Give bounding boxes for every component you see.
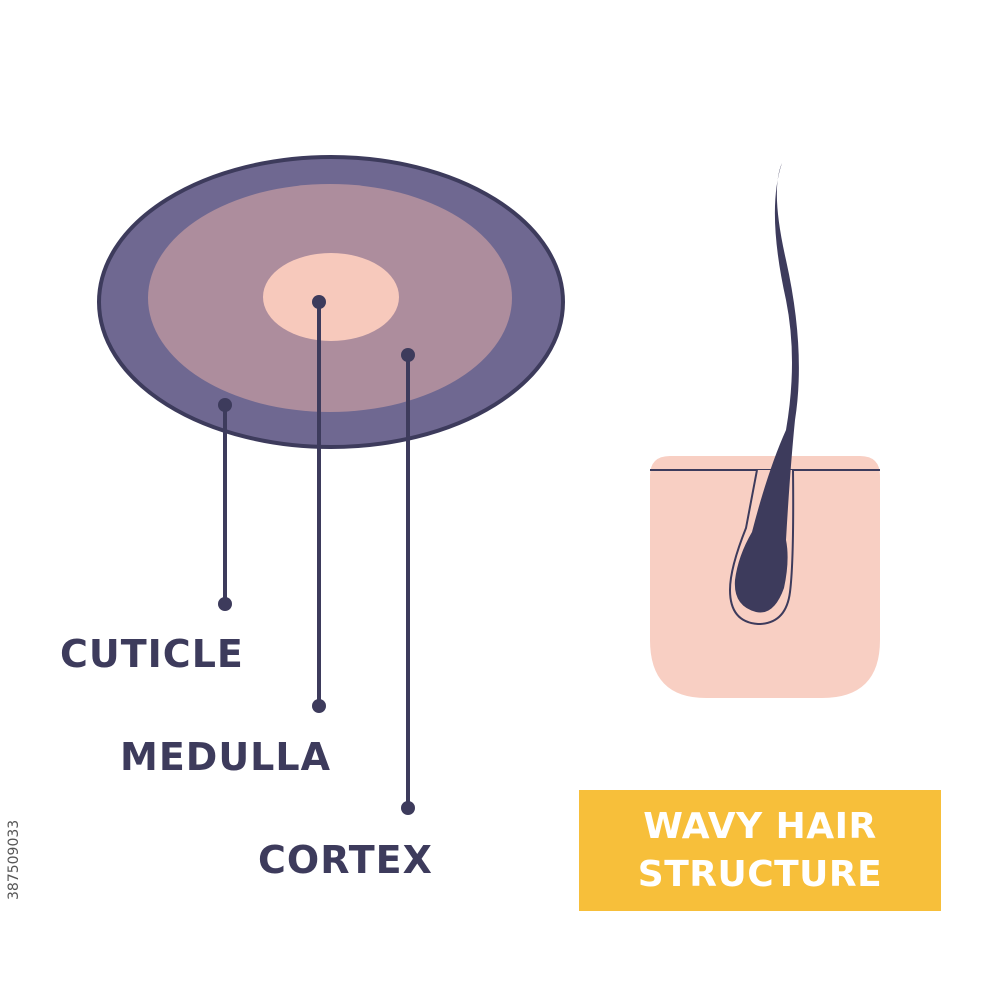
cortex-pointer-dot-top [401,348,415,362]
title-box: WAVY HAIR STRUCTURE [579,790,941,911]
medulla-pointer-dot-bottom [312,699,326,713]
cortex-pointer-dot-bottom [401,801,415,815]
cuticle-pointer-dot-top [218,398,232,412]
medulla-label: MEDULLA [120,735,331,779]
cuticle-label: CUTICLE [60,632,244,676]
cuticle-pointer-dot-bottom [218,597,232,611]
cortex-label: CORTEX [258,838,433,882]
medulla-layer [263,253,399,341]
medulla-pointer-dot-top [312,295,326,309]
title-line-2: STRUCTURE [638,851,882,899]
hair-cross-section [99,157,563,447]
skin-follicle-illustration [650,163,880,698]
title-line-1: WAVY HAIR [643,803,877,851]
stock-id-text: 387509033 [6,760,36,960]
